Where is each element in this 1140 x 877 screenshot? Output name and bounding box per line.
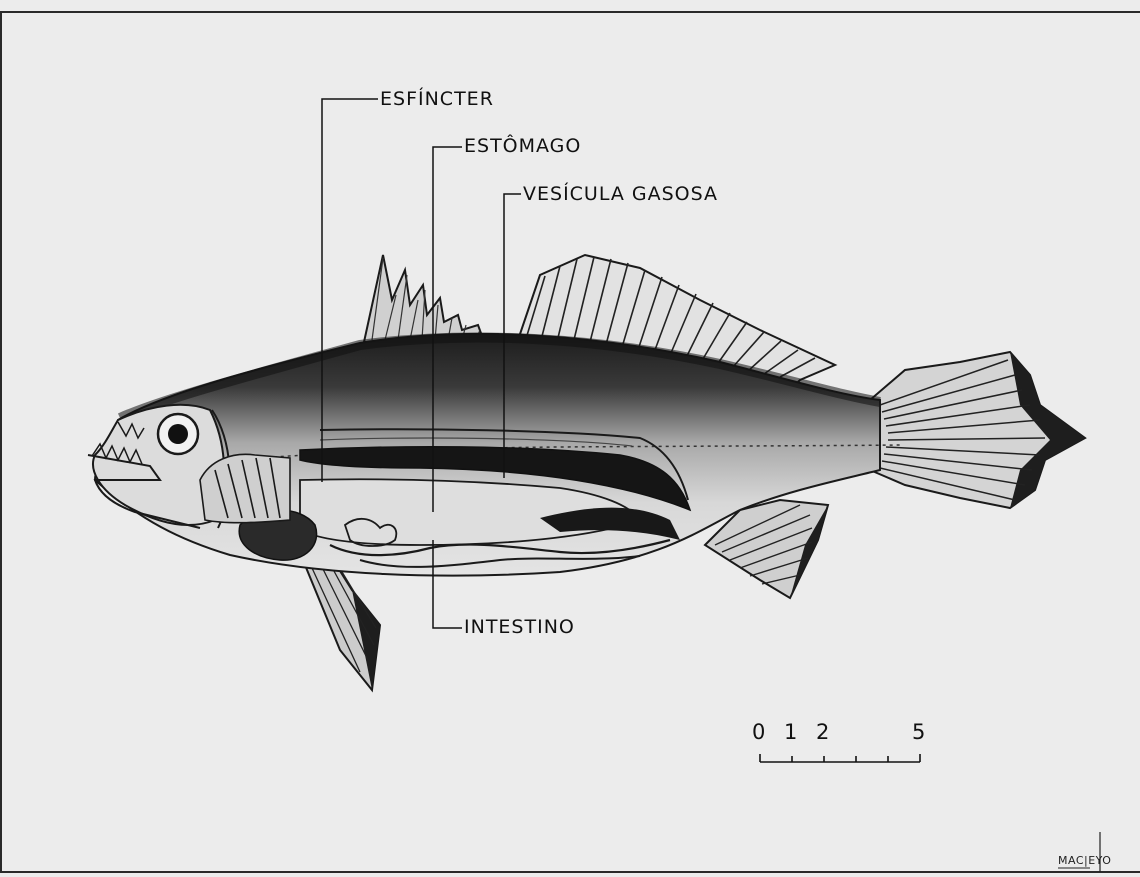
scale-tick-5: 5 [912, 722, 925, 743]
label-esfincter: ESFÍNCTER [380, 90, 494, 109]
label-vesicula-gasosa: VESÍCULA GASOSA [523, 185, 718, 204]
label-estomago: ESTÔMAGO [464, 137, 581, 156]
gills [200, 454, 290, 522]
scale-tick-0: 0 [752, 722, 765, 743]
scale-bar [760, 754, 920, 762]
artist-signature: MAC|EYO [1058, 855, 1111, 866]
pelvic-fin [305, 555, 380, 690]
label-intestino: INTESTINO [464, 618, 575, 637]
spiny-dorsal-fin [364, 255, 505, 342]
scale-tick-1: 1 [784, 722, 797, 743]
caudal-fin [870, 352, 1085, 508]
scale-tick-2: 2 [816, 722, 829, 743]
